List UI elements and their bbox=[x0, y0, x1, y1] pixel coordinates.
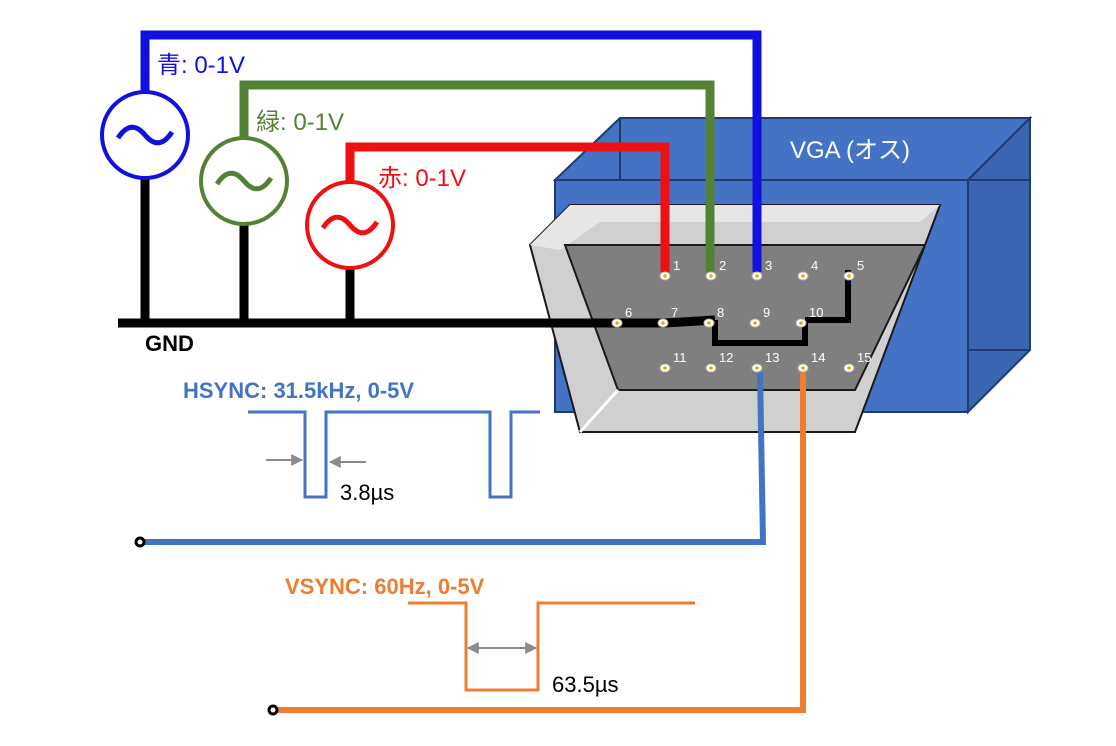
red-signal bbox=[305, 142, 670, 272]
pin-number-8: 8 bbox=[717, 305, 724, 320]
pin-number-10: 10 bbox=[809, 305, 823, 320]
vsync-label: VSYNC: 60Hz, 0-5V bbox=[285, 574, 485, 599]
hsync-label: HSYNC: 31.5kHz, 0-5V bbox=[183, 378, 414, 403]
pin-contact-10 bbox=[799, 321, 803, 325]
pin-contact-2 bbox=[709, 274, 713, 278]
pin-contact-8 bbox=[707, 321, 711, 325]
vsync-wire bbox=[267, 372, 806, 716]
pin-number-11: 11 bbox=[673, 350, 687, 365]
connector-title: VGA (オス) bbox=[790, 137, 910, 164]
pin-contact-3 bbox=[755, 274, 759, 278]
green-label: 緑: 0-1V bbox=[256, 109, 344, 136]
pin-contact-9 bbox=[753, 321, 757, 325]
blue-label: 青: 0-1V bbox=[157, 52, 245, 79]
hsync-wire bbox=[134, 371, 767, 548]
green-signal bbox=[199, 80, 715, 272]
pin-number-1: 1 bbox=[673, 258, 680, 273]
connector-cavity bbox=[563, 244, 927, 391]
vsync-pulse-width: 63.5µs bbox=[552, 672, 619, 697]
pin-contact-6 bbox=[615, 321, 619, 325]
connector-shell-highlight bbox=[530, 205, 940, 250]
pin-number-12: 12 bbox=[719, 350, 733, 365]
pin-number-4: 4 bbox=[811, 258, 818, 273]
pin-contact-14 bbox=[801, 366, 805, 370]
pin-number-6: 6 bbox=[625, 305, 632, 320]
hsync-terminal bbox=[134, 536, 146, 548]
pin-number-3: 3 bbox=[765, 258, 772, 273]
pin-number-14: 14 bbox=[811, 350, 825, 365]
pin-contact-7 bbox=[661, 321, 665, 325]
vsync-waveform bbox=[408, 601, 695, 692]
pin-number-5: 5 bbox=[857, 258, 864, 273]
pin-contact-5 bbox=[847, 274, 851, 278]
pin-number-15: 15 bbox=[857, 350, 871, 365]
pin-number-2: 2 bbox=[719, 258, 726, 273]
blue-signal bbox=[100, 30, 762, 272]
pin-number-9: 9 bbox=[763, 305, 770, 320]
red-label: 赤: 0-1V bbox=[378, 165, 466, 192]
gnd-label: GND bbox=[145, 331, 194, 356]
hsync-pulse-width: 3.8µs bbox=[340, 480, 394, 505]
pin-contact-13 bbox=[755, 366, 759, 370]
pin-contact-12 bbox=[709, 366, 713, 370]
vsync-terminal bbox=[267, 704, 279, 716]
pin-number-7: 7 bbox=[671, 305, 678, 320]
ground-bus bbox=[118, 172, 851, 346]
hsync-waveform bbox=[248, 410, 540, 499]
pin-contact-15 bbox=[847, 366, 851, 370]
pin-contact-11 bbox=[663, 366, 667, 370]
vga-connector bbox=[528, 115, 1033, 434]
pin-contact-4 bbox=[801, 274, 805, 278]
pin-number-13: 13 bbox=[765, 350, 779, 365]
pin-contact-1 bbox=[663, 274, 667, 278]
